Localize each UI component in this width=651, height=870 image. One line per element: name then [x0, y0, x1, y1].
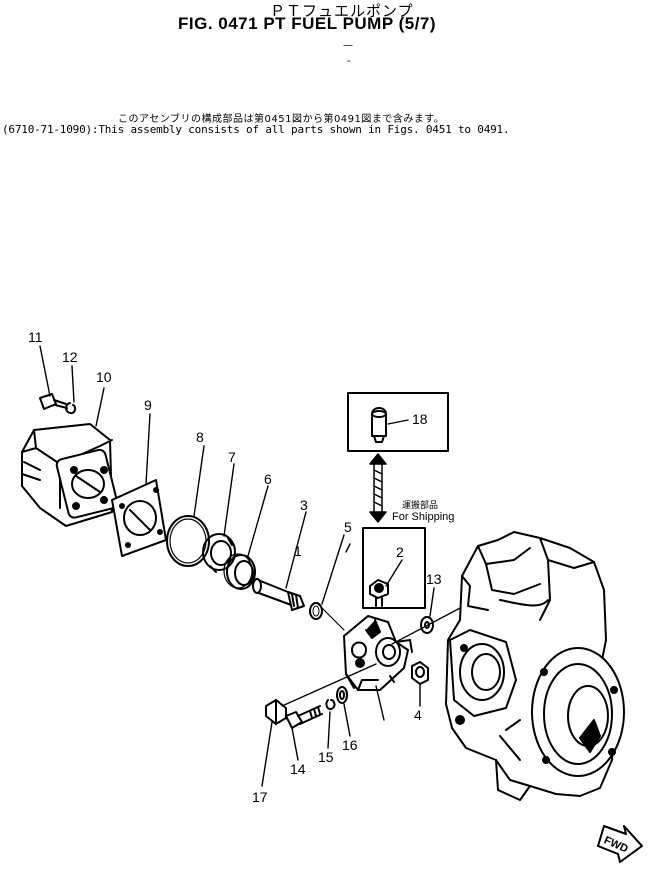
assembly-note: (6710-71-1090):This assembly consists of… [2, 123, 510, 136]
callout-14: 14 [290, 761, 306, 777]
pump-body [445, 531, 625, 801]
part-10-cover-housing [21, 423, 119, 527]
callout-5: 5 [344, 519, 352, 535]
assembly-note-japanese: このアセンブリの構成部品は第0451図から第0491図まで含みます。 [118, 114, 445, 125]
callout-11: 11 [28, 329, 43, 345]
shipping-label-japanese: 運搬部品 [402, 499, 438, 510]
page-title-japanese: ＰＴフュエルポンプ [270, 2, 414, 20]
part-6-bushing [223, 553, 256, 590]
callout-18: 18 [412, 411, 428, 427]
callout-16: 16 [342, 737, 358, 753]
part-15-lock-washer [325, 699, 336, 710]
part-12-washer [65, 402, 77, 415]
part-9-gasket [111, 479, 167, 557]
callout-7: 7 [228, 449, 236, 465]
page-title: FIG. 0471 PT FUEL PUMP (5/7) [178, 14, 437, 33]
callout-15: 15 [318, 749, 334, 765]
part-1-housing [343, 615, 413, 691]
part-11-bolt [39, 393, 68, 410]
serial-dot: - [347, 56, 351, 67]
part-8-o-ring [166, 515, 210, 567]
shipping-label: For Shipping [392, 511, 454, 523]
part-14-bolt [285, 705, 323, 729]
part-13-washer [420, 616, 434, 634]
callout-12: 12 [62, 349, 78, 365]
callout-4: 4 [414, 707, 422, 723]
part-3-shaft [252, 578, 305, 611]
callout-2: 2 [396, 544, 404, 560]
callout-6: 6 [264, 471, 272, 487]
shipping-double-arrow [369, 453, 387, 523]
leader-lines [39, 345, 435, 787]
part-16-washer [336, 686, 348, 704]
callout-9: 9 [144, 397, 152, 413]
callout-10: 10 [96, 369, 112, 385]
part-17-plug [265, 699, 287, 725]
fwd-arrow-icon [597, 825, 643, 863]
callout-13: 13 [426, 571, 442, 587]
part-7-spacer [202, 533, 236, 573]
callout-17: 17 [252, 789, 268, 805]
serial-dash: — [343, 40, 353, 51]
callout-numbers: 1 2 3 4 5 6 7 8 9 10 11 12 13 14 15 16 1… [28, 329, 442, 805]
alignment-line [281, 663, 377, 707]
part-2-box [362, 527, 426, 609]
callout-1: 1 [294, 543, 302, 559]
part-4-nut [411, 661, 429, 685]
callout-8: 8 [196, 429, 204, 445]
part-5-o-ring [309, 602, 323, 620]
callout-3: 3 [300, 497, 308, 513]
